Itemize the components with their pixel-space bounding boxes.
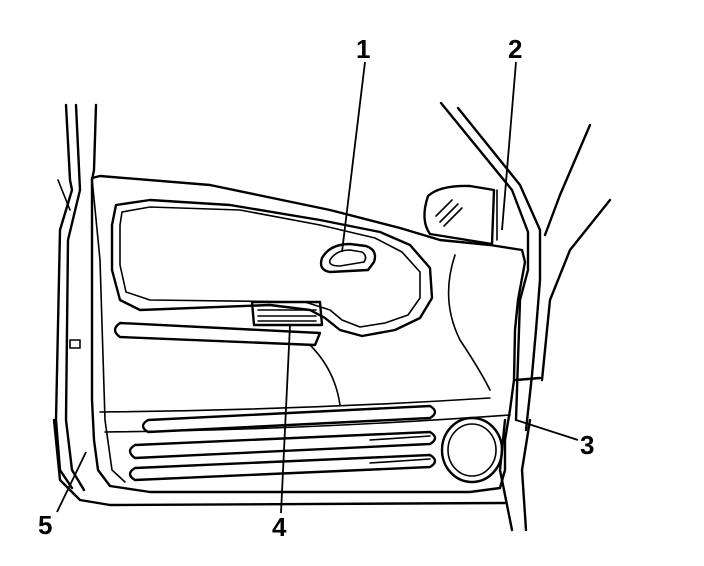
callout-2: 2 bbox=[508, 34, 522, 64]
leader-4 bbox=[280, 324, 291, 514]
callout-labels: 1 2 3 4 5 bbox=[38, 34, 594, 542]
door-handle bbox=[250, 300, 324, 327]
window-frame bbox=[439, 101, 612, 532]
trim-panel bbox=[90, 174, 527, 494]
leader-lines bbox=[56, 61, 579, 514]
leader-3 bbox=[515, 419, 579, 441]
window-switch bbox=[319, 242, 377, 274]
callout-3: 3 bbox=[580, 430, 594, 460]
door-frame bbox=[52, 103, 507, 507]
leader-1 bbox=[341, 61, 366, 253]
callout-4: 4 bbox=[272, 512, 287, 542]
mirror-mount bbox=[423, 184, 498, 246]
callout-5: 5 bbox=[38, 510, 52, 540]
leader-2 bbox=[501, 61, 517, 231]
leader-5 bbox=[56, 451, 87, 513]
speaker-grille bbox=[440, 416, 504, 484]
callout-1: 1 bbox=[356, 34, 370, 64]
